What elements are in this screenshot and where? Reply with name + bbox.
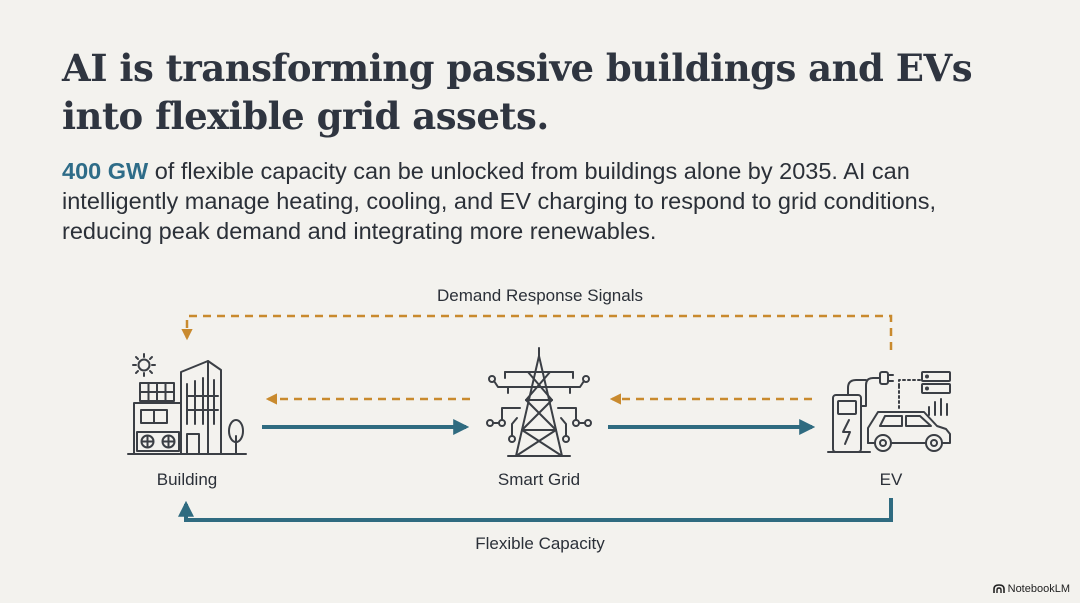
subtitle: 400 GW of flexible capacity can be unloc… — [62, 156, 1032, 246]
building-label: Building — [157, 470, 218, 489]
page-title: AI is transforming passive buildings and… — [62, 44, 1022, 140]
title-line-2: into flexible grid assets. — [62, 94, 549, 138]
smart-grid-label: Smart Grid — [498, 470, 580, 489]
server-icon — [921, 371, 951, 394]
demand-response-label: Demand Response Signals — [437, 286, 643, 305]
brand-label: NotebookLM — [1007, 583, 1070, 595]
brand-watermark: NotebookLM — [992, 583, 1070, 595]
sun-icon — [132, 353, 156, 377]
power-tower-icon — [486, 347, 592, 457]
car-icon — [867, 411, 951, 452]
building-icon — [127, 353, 247, 455]
notebooklm-logo-icon — [992, 584, 1005, 593]
subtitle-highlight: 400 GW — [62, 158, 149, 184]
title-line-1: AI is transforming passive buildings and… — [62, 46, 973, 90]
flexible-capacity-label: Flexible Capacity — [475, 534, 605, 553]
ev-label: EV — [880, 470, 903, 489]
hvac-fan-icon — [136, 431, 180, 452]
ev-icon — [827, 371, 951, 453]
tree-icon — [228, 419, 244, 455]
demand-response-arrow — [181, 314, 893, 350]
flexible-capacity-arrow — [178, 498, 893, 522]
subtitle-text: of flexible capacity can be unlocked fro… — [62, 158, 936, 244]
solar-panel-icon — [139, 382, 175, 402]
bar-chart-icon — [928, 398, 948, 416]
